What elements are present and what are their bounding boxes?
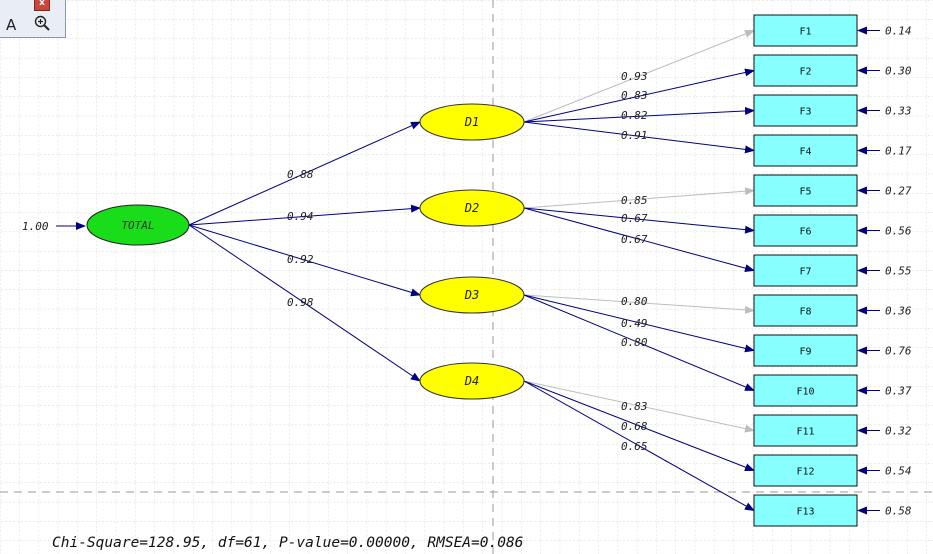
path-total-d4	[188, 224, 421, 382]
indicator-box-f2[interactable]	[753, 54, 858, 87]
path-d4-f11	[523, 380, 755, 433]
text-tool-icon[interactable]: A	[6, 16, 17, 34]
indicator-box-f12[interactable]	[753, 454, 858, 487]
dimension-label-d4: D4	[464, 374, 479, 388]
indicator-label-f11: F11	[796, 427, 814, 438]
indicator-label-f8: F8	[799, 307, 811, 318]
dimension-ellipse-d2[interactable]	[419, 189, 525, 227]
indicator-label-f6: F6	[799, 227, 811, 238]
indicator-label-f5: F5	[799, 187, 811, 198]
indicator-box-f9[interactable]	[753, 334, 858, 367]
indicator-box-f8[interactable]	[753, 294, 858, 327]
indicator-label-f10: F10	[796, 387, 814, 398]
error-label-f13: 0.58	[885, 505, 912, 518]
loading-label-f9: 0.49	[621, 317, 648, 330]
error-label-f4: 0.17	[885, 145, 912, 158]
loading-label-f3: 0.82	[621, 109, 648, 122]
error-label-f7: 0.55	[885, 265, 912, 278]
indicator-label-f2: F2	[799, 67, 811, 78]
path-total-d1	[188, 121, 421, 226]
loading-label-f11: 0.83	[621, 400, 648, 413]
indicator-label-f13: F13	[796, 507, 814, 518]
path-d3-f9	[523, 294, 755, 353]
path-d3-f10	[523, 294, 755, 391]
path-d4-f12	[523, 380, 755, 471]
error-label-f6: 0.56	[885, 225, 912, 238]
path-d2-f5	[523, 187, 755, 209]
error-label-f1: 0.14	[885, 25, 912, 38]
indicator-label-f4: F4	[799, 147, 811, 158]
path-d2-f6	[523, 207, 755, 234]
indicator-box-f13[interactable]	[753, 494, 858, 527]
zoom-in-icon[interactable]	[34, 15, 50, 31]
loading-label-f12: 0.68	[621, 420, 648, 433]
loading-label-f5: 0.85	[621, 194, 648, 207]
loading-label-f7: 0.67	[621, 233, 648, 246]
loading-label-d3: 0.92	[287, 253, 314, 266]
indicator-box-f11[interactable]	[753, 414, 858, 447]
error-label-f5: 0.27	[885, 185, 912, 198]
dimension-label-d2: D2	[464, 201, 479, 215]
loading-label-f1: 0.93	[621, 70, 648, 83]
error-label-f12: 0.54	[885, 465, 912, 478]
loading-label-d1: 0.88	[287, 168, 314, 181]
dimension-label-d3: D3	[464, 288, 479, 302]
path-d2-f7	[523, 207, 755, 272]
path-d1-f1	[523, 30, 755, 123]
total-ellipse[interactable]	[86, 204, 190, 246]
indicator-label-f3: F3	[799, 107, 811, 118]
loading-label-f13: 0.65	[621, 440, 648, 453]
indicator-label-f1: F1	[799, 27, 811, 38]
dimension-label-d1: D1	[464, 115, 479, 129]
indicator-box-f1[interactable]	[753, 14, 858, 47]
indicator-box-f5[interactable]	[753, 174, 858, 207]
error-label-f3: 0.33	[885, 105, 912, 118]
loading-label-f8: 0.80	[621, 295, 648, 308]
error-label-f2: 0.30	[885, 65, 912, 78]
fit-statistics: Chi-Square=128.95, df=61, P-value=0.0000…	[52, 535, 523, 551]
paths-layer: 0.88 0.94 0.92 0.98 0.93 0.14 0.83 0.30 0.82 0.33…	[188, 25, 912, 518]
path-total-d2	[188, 204, 421, 226]
indicator-label-f12: F12	[796, 467, 814, 478]
error-label-f8: 0.36	[885, 305, 912, 318]
indicator-label-f7: F7	[799, 267, 811, 278]
total-variance-label: 1.00	[22, 220, 49, 233]
loading-label-f10: 0.80	[621, 336, 648, 349]
total-label: TOTAL	[121, 219, 154, 232]
path-d1-f2	[523, 68, 755, 123]
loading-label-f6: 0.67	[621, 212, 648, 225]
indicator-box-f7[interactable]	[753, 254, 858, 287]
path-d4-f13	[523, 380, 755, 511]
path-d1-f4	[523, 121, 755, 154]
path-total-d3	[188, 224, 421, 297]
loading-label-f2: 0.83	[621, 89, 648, 102]
path-d3-f8	[523, 294, 755, 314]
error-label-f11: 0.32	[885, 425, 912, 438]
dimension-ellipse-d3[interactable]	[419, 276, 525, 314]
indicator-box-f4[interactable]	[753, 134, 858, 167]
error-label-f10: 0.37	[885, 385, 912, 398]
error-label-f9: 0.76	[885, 345, 912, 358]
loading-label-f4: 0.91	[621, 129, 648, 142]
indicator-label-f9: F9	[799, 347, 811, 358]
dimension-ellipse-d4[interactable]	[419, 362, 525, 400]
toolbar: x A	[0, 0, 66, 38]
close-icon[interactable]: x	[34, 0, 50, 11]
path-d1-f3	[523, 106, 755, 123]
indicator-box-f6[interactable]	[753, 214, 858, 247]
dimension-ellipse-d1[interactable]	[419, 103, 525, 141]
indicator-box-f10[interactable]	[753, 374, 858, 407]
loading-label-d2: 0.94	[287, 210, 314, 223]
indicator-box-f3[interactable]	[753, 94, 858, 127]
loading-label-d4: 0.98	[287, 296, 314, 309]
